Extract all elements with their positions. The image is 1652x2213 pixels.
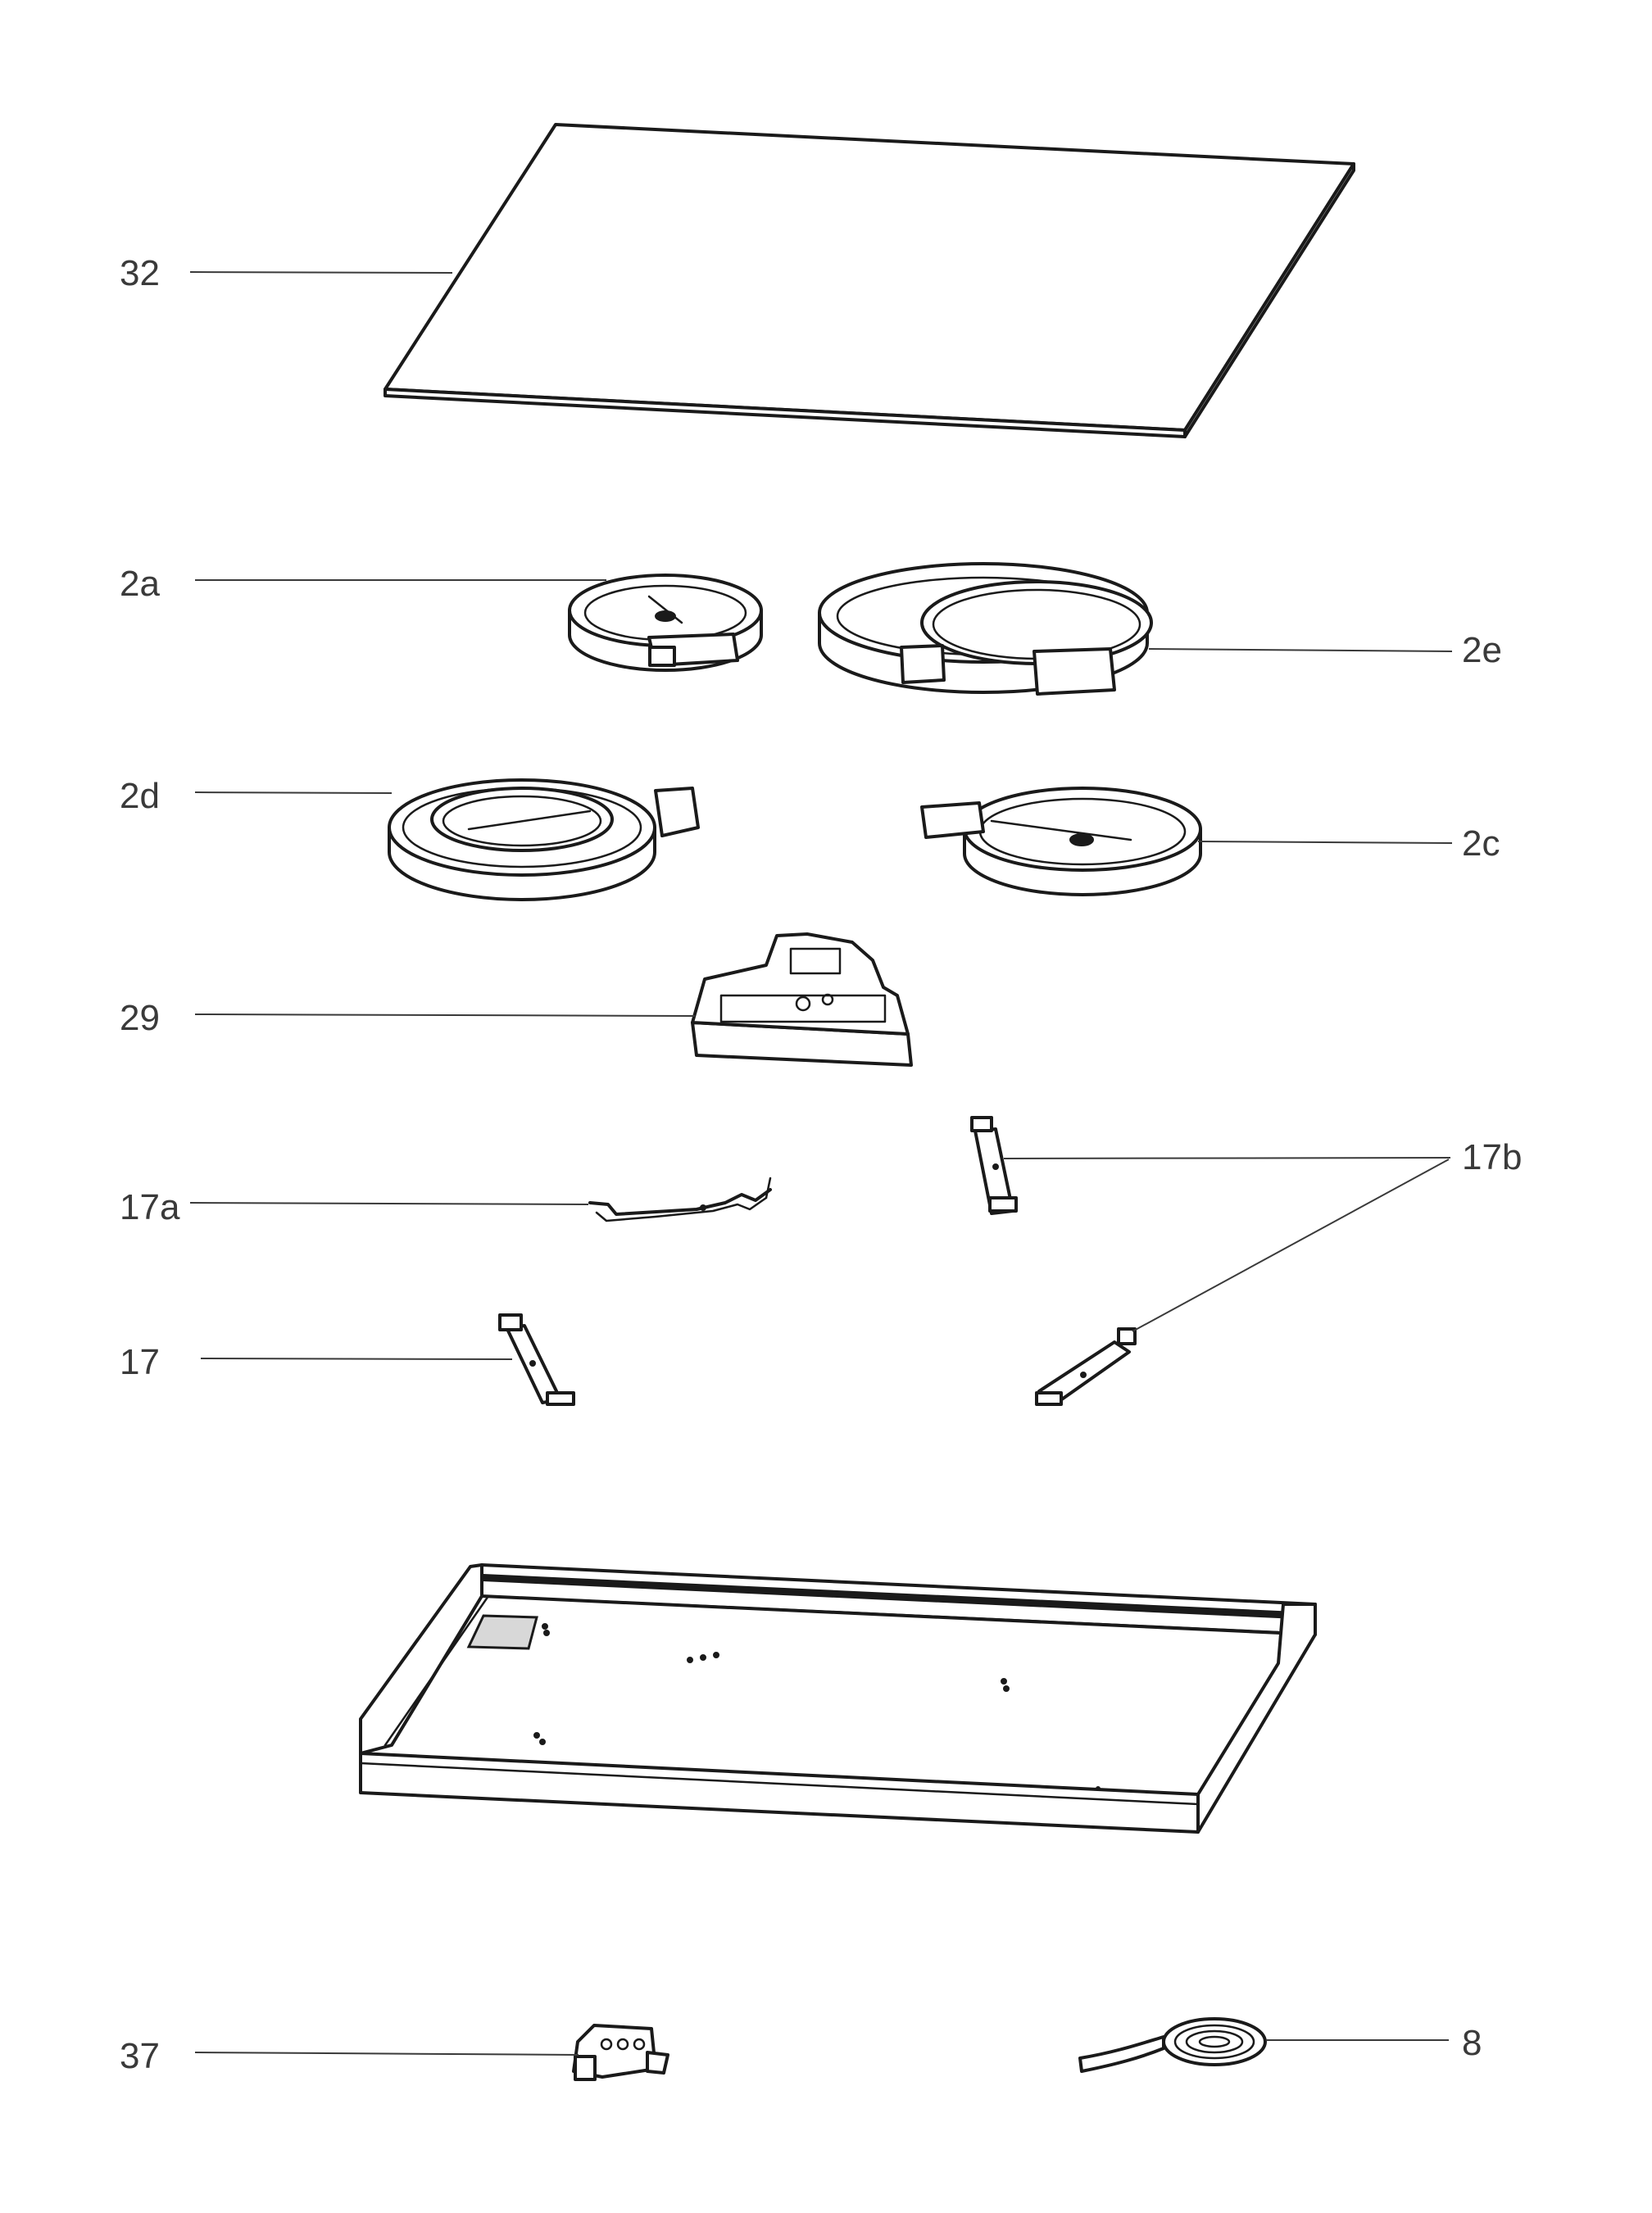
- heating-zone-2e: [818, 562, 1453, 696]
- leader-2c: [1197, 841, 1453, 844]
- leader-2d: [194, 791, 393, 794]
- leader-17b-bottom: [1132, 1159, 1450, 1332]
- callout-8: 8: [1462, 2023, 1482, 2063]
- heating-zone-2c: [920, 787, 1453, 896]
- leader-37: [194, 2052, 579, 2056]
- leader-17a: [189, 1202, 589, 1205]
- glass-top-plate: [189, 123, 1355, 438]
- bracket-17a: [189, 1177, 772, 1222]
- leader-17b-top: [1003, 1157, 1451, 1159]
- callout-2d: 2d: [120, 776, 160, 816]
- callout-2a: 2a: [120, 564, 160, 604]
- callout-17: 17: [120, 1342, 160, 1382]
- callout-32: 32: [120, 253, 160, 293]
- terminal-block: [194, 2024, 669, 2081]
- callout-29: 29: [120, 998, 160, 1038]
- chassis-tray: [359, 1563, 1317, 1834]
- callout-2e: 2e: [1462, 630, 1502, 670]
- leader-29: [194, 1014, 696, 1017]
- heating-zone-2a: [195, 574, 763, 672]
- bracket-17b-upper: [970, 1116, 1451, 1215]
- heating-zone-2d: [194, 778, 700, 901]
- callout-2c: 2c: [1462, 823, 1500, 864]
- callout-17b: 17b: [1462, 1137, 1523, 1177]
- seal-tape-roll: [1078, 2017, 1449, 2073]
- callout-37: 37: [120, 2036, 160, 2076]
- leader-17: [200, 1358, 513, 1360]
- bracket-17: [200, 1313, 575, 1406]
- callout-17a: 17a: [120, 1187, 180, 1227]
- bracket-17b-lower: [1035, 1159, 1450, 1406]
- control-module: [194, 932, 913, 1067]
- leader-32: [189, 271, 453, 274]
- leader-2e: [1148, 648, 1453, 652]
